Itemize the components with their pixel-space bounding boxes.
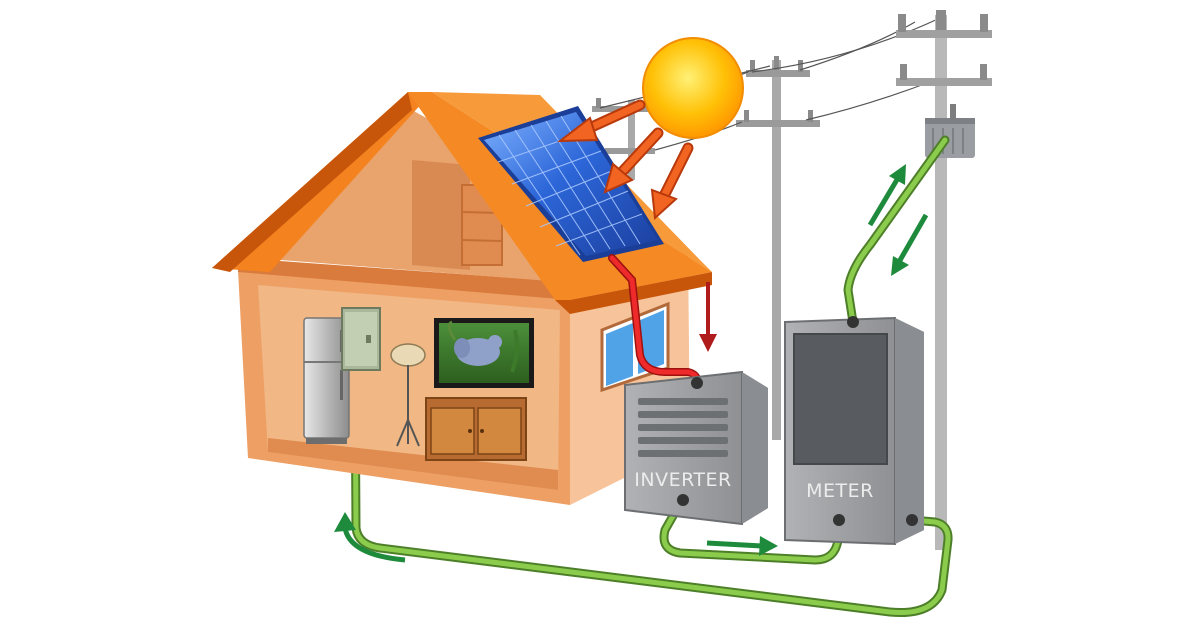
solar-panel [478,106,664,262]
sun-rays [556,99,694,221]
utility-pole-back [736,56,820,440]
inverter-label: INVERTER [634,469,731,491]
tv-cabinet [425,397,527,461]
red-arrow-down [699,282,717,352]
green-arrow-house-return [334,512,406,563]
electric-panel-box [341,307,381,371]
green-arrow-up-to-grid [867,164,906,227]
television [434,318,534,388]
meter-unit: METER [784,316,924,546]
sun [642,37,744,139]
meter-label: METER [806,480,874,502]
green-arrow-to-meter [706,536,778,556]
floor-lamp [390,343,426,447]
green-arrow-down-from-grid [891,213,929,276]
inverter-unit: INVERTER [624,370,768,526]
inverter-vent [638,398,728,457]
green-cables [350,135,953,618]
meter-display [793,333,888,465]
